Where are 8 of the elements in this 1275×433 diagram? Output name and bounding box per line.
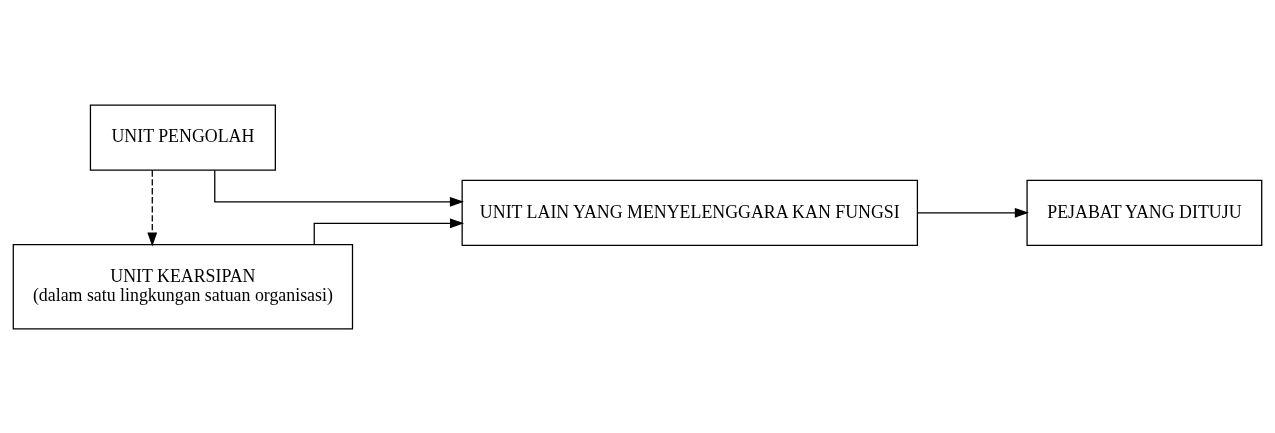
node-box: UNIT LAIN YANG MENYELENGGARA KAN FUNGSI (461, 179, 919, 246)
node-box: UNIT KEARSIPAN (dalam satu lingkungan satuan organisasi) (12, 243, 354, 330)
node-box: UNIT PENGOLAH (89, 103, 276, 171)
arrow (147, 169, 158, 246)
arrow (214, 169, 464, 207)
arrow (313, 217, 465, 245)
arrow (916, 207, 1029, 218)
node-box: PEJABAT YANG DITUJU (1026, 179, 1263, 246)
